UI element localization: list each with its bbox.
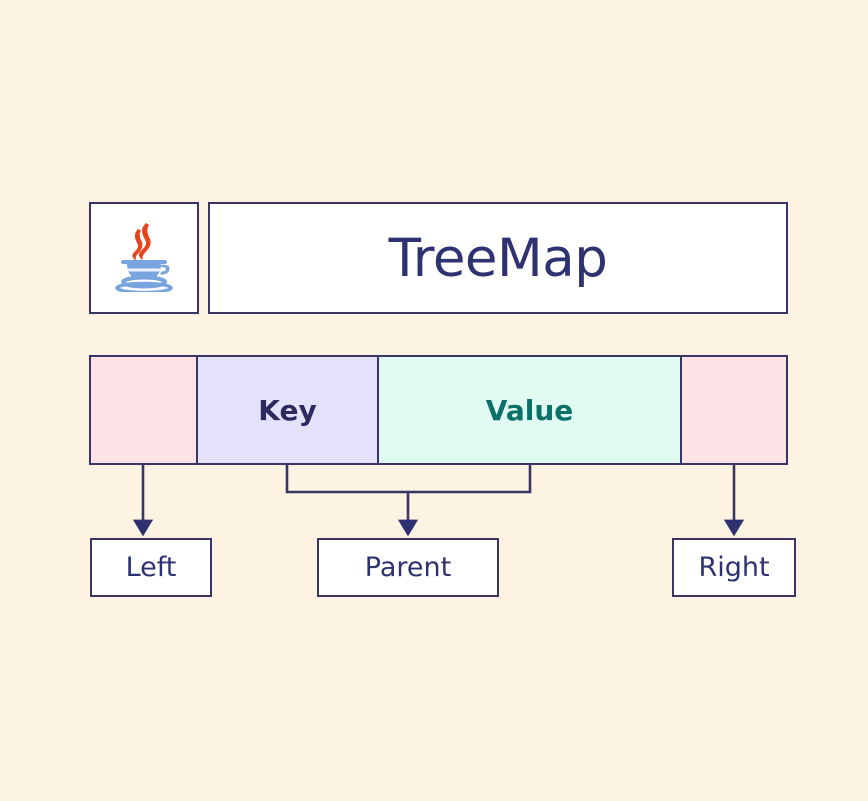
java-logo-icon bbox=[113, 220, 175, 296]
key-cell-label: Key bbox=[258, 393, 317, 427]
value-cell-label: Value bbox=[485, 393, 574, 427]
right-box: Right bbox=[672, 538, 796, 597]
page-title: TreeMap bbox=[388, 227, 608, 289]
parent-box-label: Parent bbox=[364, 552, 452, 583]
treemap-header-row: TreeMap bbox=[89, 202, 788, 314]
java-logo-box bbox=[89, 202, 199, 314]
left-box-label: Left bbox=[125, 552, 177, 583]
right-box-label: Right bbox=[698, 552, 770, 583]
right-pointer-cell bbox=[680, 355, 788, 465]
node-field-row: Key Value bbox=[89, 355, 788, 465]
parent-box: Parent bbox=[317, 538, 499, 597]
key-cell: Key bbox=[196, 355, 379, 465]
connector-parent-bracket bbox=[285, 465, 532, 494]
treemap-title-box: TreeMap bbox=[208, 202, 788, 314]
value-cell: Value bbox=[377, 355, 682, 465]
left-box: Left bbox=[90, 538, 212, 597]
left-pointer-cell bbox=[89, 355, 198, 465]
